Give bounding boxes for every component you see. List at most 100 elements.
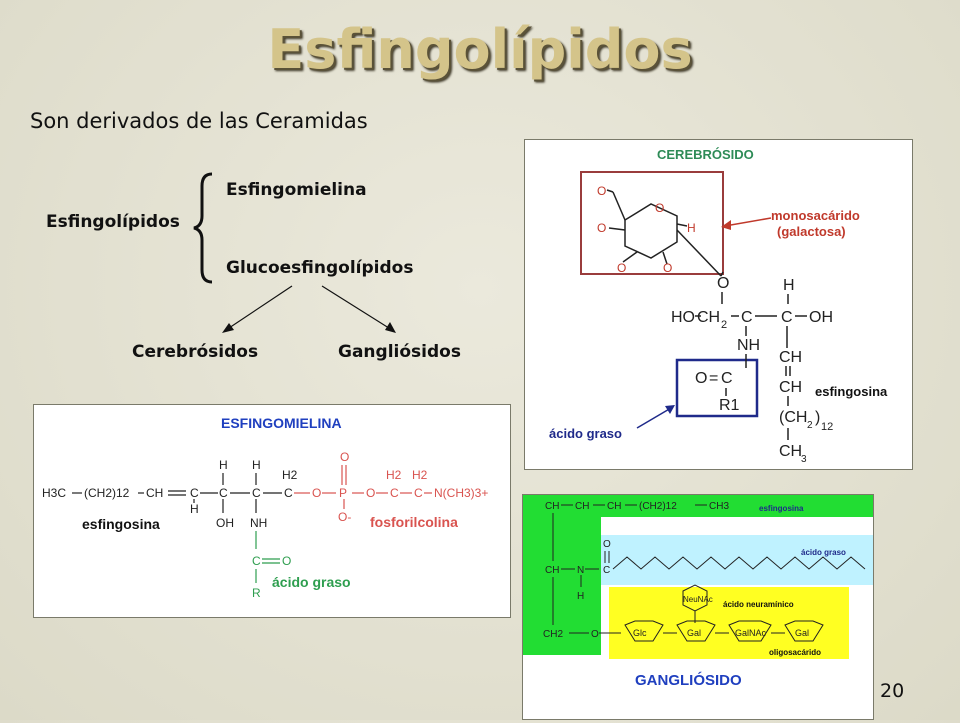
svg-text:O: O [603,539,611,550]
svg-text:O: O [663,261,672,275]
svg-text:P: P [339,486,347,500]
svg-text:): ) [815,409,820,426]
svg-text:CH: CH [779,379,802,396]
galactose-ring [624,203,678,259]
svg-text:O: O [597,221,606,235]
svg-text:ácido graso: ácido graso [549,426,622,441]
svg-text:H: H [252,458,261,472]
brace [193,172,213,284]
svg-text:esfingosina: esfingosina [759,504,804,513]
svg-text:OH: OH [809,309,833,326]
svg-text:H2: H2 [412,468,428,482]
svg-text:C: C [721,370,733,387]
svg-text:CH: CH [545,501,559,512]
svg-text:CH: CH [779,349,802,366]
classification-sub-cerebrosides: Cerebrósidos [132,342,259,362]
svg-text:HO: HO [671,309,695,326]
svg-text:H: H [687,221,696,235]
svg-text:N(CH3)3+: N(CH3)3+ [434,486,488,500]
svg-text:ácido neuramínico: ácido neuramínico [723,600,794,609]
svg-text:monosacárido: monosacárido [771,208,860,223]
classification-sub-gangliosides: Gangliósidos [338,342,461,362]
classification-branch-sphingomyelin: Esfingomielina [226,180,367,200]
cerebroside-title: CEREBRÓSIDO [657,147,754,162]
svg-text:H: H [783,277,795,294]
arrowhead-left [222,323,234,333]
svg-text:C: C [390,486,399,500]
svg-text:(CH2)12: (CH2)12 [84,486,130,500]
svg-text:O: O [591,629,599,640]
ganglioside-structure: CH CH CH (CH2)12 CH3 esfingosina CH N C … [523,495,873,689]
svg-text:O: O [340,450,349,464]
svg-text:C: C [219,486,228,500]
svg-text:R1: R1 [719,397,740,414]
svg-text:fosforilcolina: fosforilcolina [370,514,458,530]
svg-text:12: 12 [821,421,833,433]
svg-text:O: O [366,486,375,500]
svg-text:esfingosina: esfingosina [82,516,160,532]
svg-text:O: O [695,370,707,387]
svg-text:CH3: CH3 [709,501,729,512]
svg-text:H: H [219,458,228,472]
svg-text:O: O [655,201,664,215]
svg-text:Gal: Gal [687,628,701,638]
svg-text:O: O [312,486,321,500]
arrowhead-right [385,322,396,333]
slide-title: Esfingolípidos [267,18,693,81]
svg-text:(CH2)12: (CH2)12 [639,501,677,512]
svg-text:(CH: (CH [779,409,807,426]
svg-text:ácido graso: ácido graso [801,548,846,557]
page-number: 20 [880,680,905,702]
svg-text:=: = [709,370,718,387]
arrow-line-right [321,285,393,331]
monosaccharide-box [580,171,724,275]
ganglioside-figure: CH CH CH (CH2)12 CH3 esfingosina CH N C … [522,494,874,720]
svg-text:O: O [597,184,606,198]
cerebroside-structure: CEREBRÓSIDO O O O O O H monosacárido (ga… [549,147,888,465]
fatty-acid-box [675,358,759,418]
classification-connectors [193,172,396,333]
svg-text:O: O [282,554,291,568]
svg-text:Glc: Glc [633,628,647,638]
classification-branch-glycosphingolipids: Glucoesfingolípidos [226,258,414,278]
svg-text:GalNAc: GalNAc [735,628,767,638]
svg-text:NH: NH [250,516,267,530]
svg-text:C: C [781,309,793,326]
svg-text:CH: CH [575,501,589,512]
svg-text:H: H [577,591,584,602]
svg-text:O: O [617,261,626,275]
svg-text:C: C [414,486,423,500]
svg-text:C: C [603,565,610,576]
svg-text:NeuNAc: NeuNAc [683,595,713,604]
svg-text:C: C [284,486,293,500]
slide-subtitle: Son derivados de las Ceramidas [30,109,368,133]
svg-text:ESFINGOMIELINA: ESFINGOMIELINA [221,415,342,431]
svg-text:CH: CH [779,443,802,460]
svg-text:(galactosa): (galactosa) [777,224,846,239]
svg-text:CH2: CH2 [543,629,563,640]
svg-text:2: 2 [807,420,813,431]
svg-text:C: C [190,486,199,500]
svg-text:ácido graso: ácido graso [272,574,351,590]
svg-text:H3C: H3C [42,486,66,500]
svg-text:esfingosina: esfingosina [815,384,888,399]
svg-text:C: C [252,486,261,500]
svg-text:CH: CH [146,486,163,500]
arrow-line-left [225,285,293,331]
sphingomyelin-figure: ESFINGOMIELINA H3C (CH2)12 CH C H C H OH… [33,404,511,618]
svg-text:H2: H2 [386,468,402,482]
svg-text:H: H [190,502,199,516]
svg-text:GANGLIÓSIDO: GANGLIÓSIDO [635,671,742,689]
svg-text:2: 2 [721,319,727,331]
svg-text:O-: O- [338,510,351,524]
svg-text:CH: CH [545,565,559,576]
svg-text:N: N [577,565,584,576]
svg-text:R: R [252,586,261,600]
svg-text:NH: NH [737,337,760,354]
classification-root: Esfingolípidos [46,212,180,232]
svg-text:CH: CH [607,501,621,512]
svg-text:C: C [741,309,753,326]
svg-text:CH: CH [697,309,720,326]
cerebroside-figure: CEREBRÓSIDO O O O O O H monosacárido (ga… [524,139,913,470]
sphingomyelin-structure: ESFINGOMIELINA H3C (CH2)12 CH C H C H OH… [42,415,488,600]
